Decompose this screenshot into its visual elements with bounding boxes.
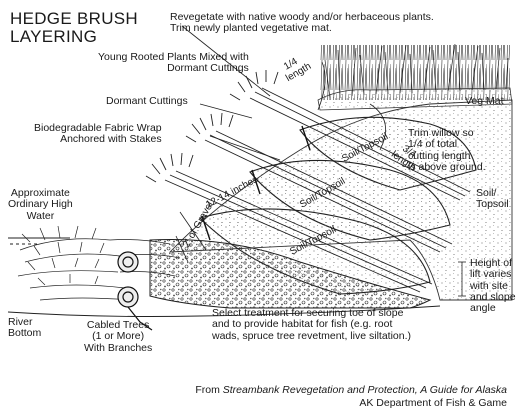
veg-mat-label: Veg Mat — [465, 96, 504, 107]
source-title: Streambank Revegetation and Protection, … — [223, 384, 507, 396]
height-of-lift-label: Height of lift varies with site and slop… — [470, 258, 516, 315]
high-water-label: Approximate Ordinary High Water — [8, 188, 73, 222]
cabled-trees-label: Cabled Trees (1 or More) With Branches — [84, 320, 152, 354]
treatment-note: Select treatment for securing toe of slo… — [212, 308, 411, 342]
source-agency: AK Department of Fish & Game — [195, 397, 507, 410]
soil-topsoil-side-label: Soil/ Topsoil — [476, 188, 509, 211]
fabric-wrap-label: Biodegradable Fabric Wrap Anchored with … — [34, 123, 162, 146]
top-note: Revegetate with native woody and/or herb… — [170, 12, 434, 35]
river-bottom-label: River Bottom — [8, 317, 41, 340]
trim-willow-label: Trim willow so 1/4 of total cutting leng… — [408, 128, 486, 173]
young-rooted-plants-label: Young Rooted Plants Mixed with Dormant C… — [98, 52, 249, 75]
diagram-title: HEDGE BRUSH LAYERING — [10, 10, 138, 46]
dormant-cuttings-label: Dormant Cuttings — [106, 96, 188, 107]
quarter-length-label: 1/4length — [279, 51, 314, 84]
source-credit: From Streambank Revegetation and Protect… — [195, 384, 507, 410]
